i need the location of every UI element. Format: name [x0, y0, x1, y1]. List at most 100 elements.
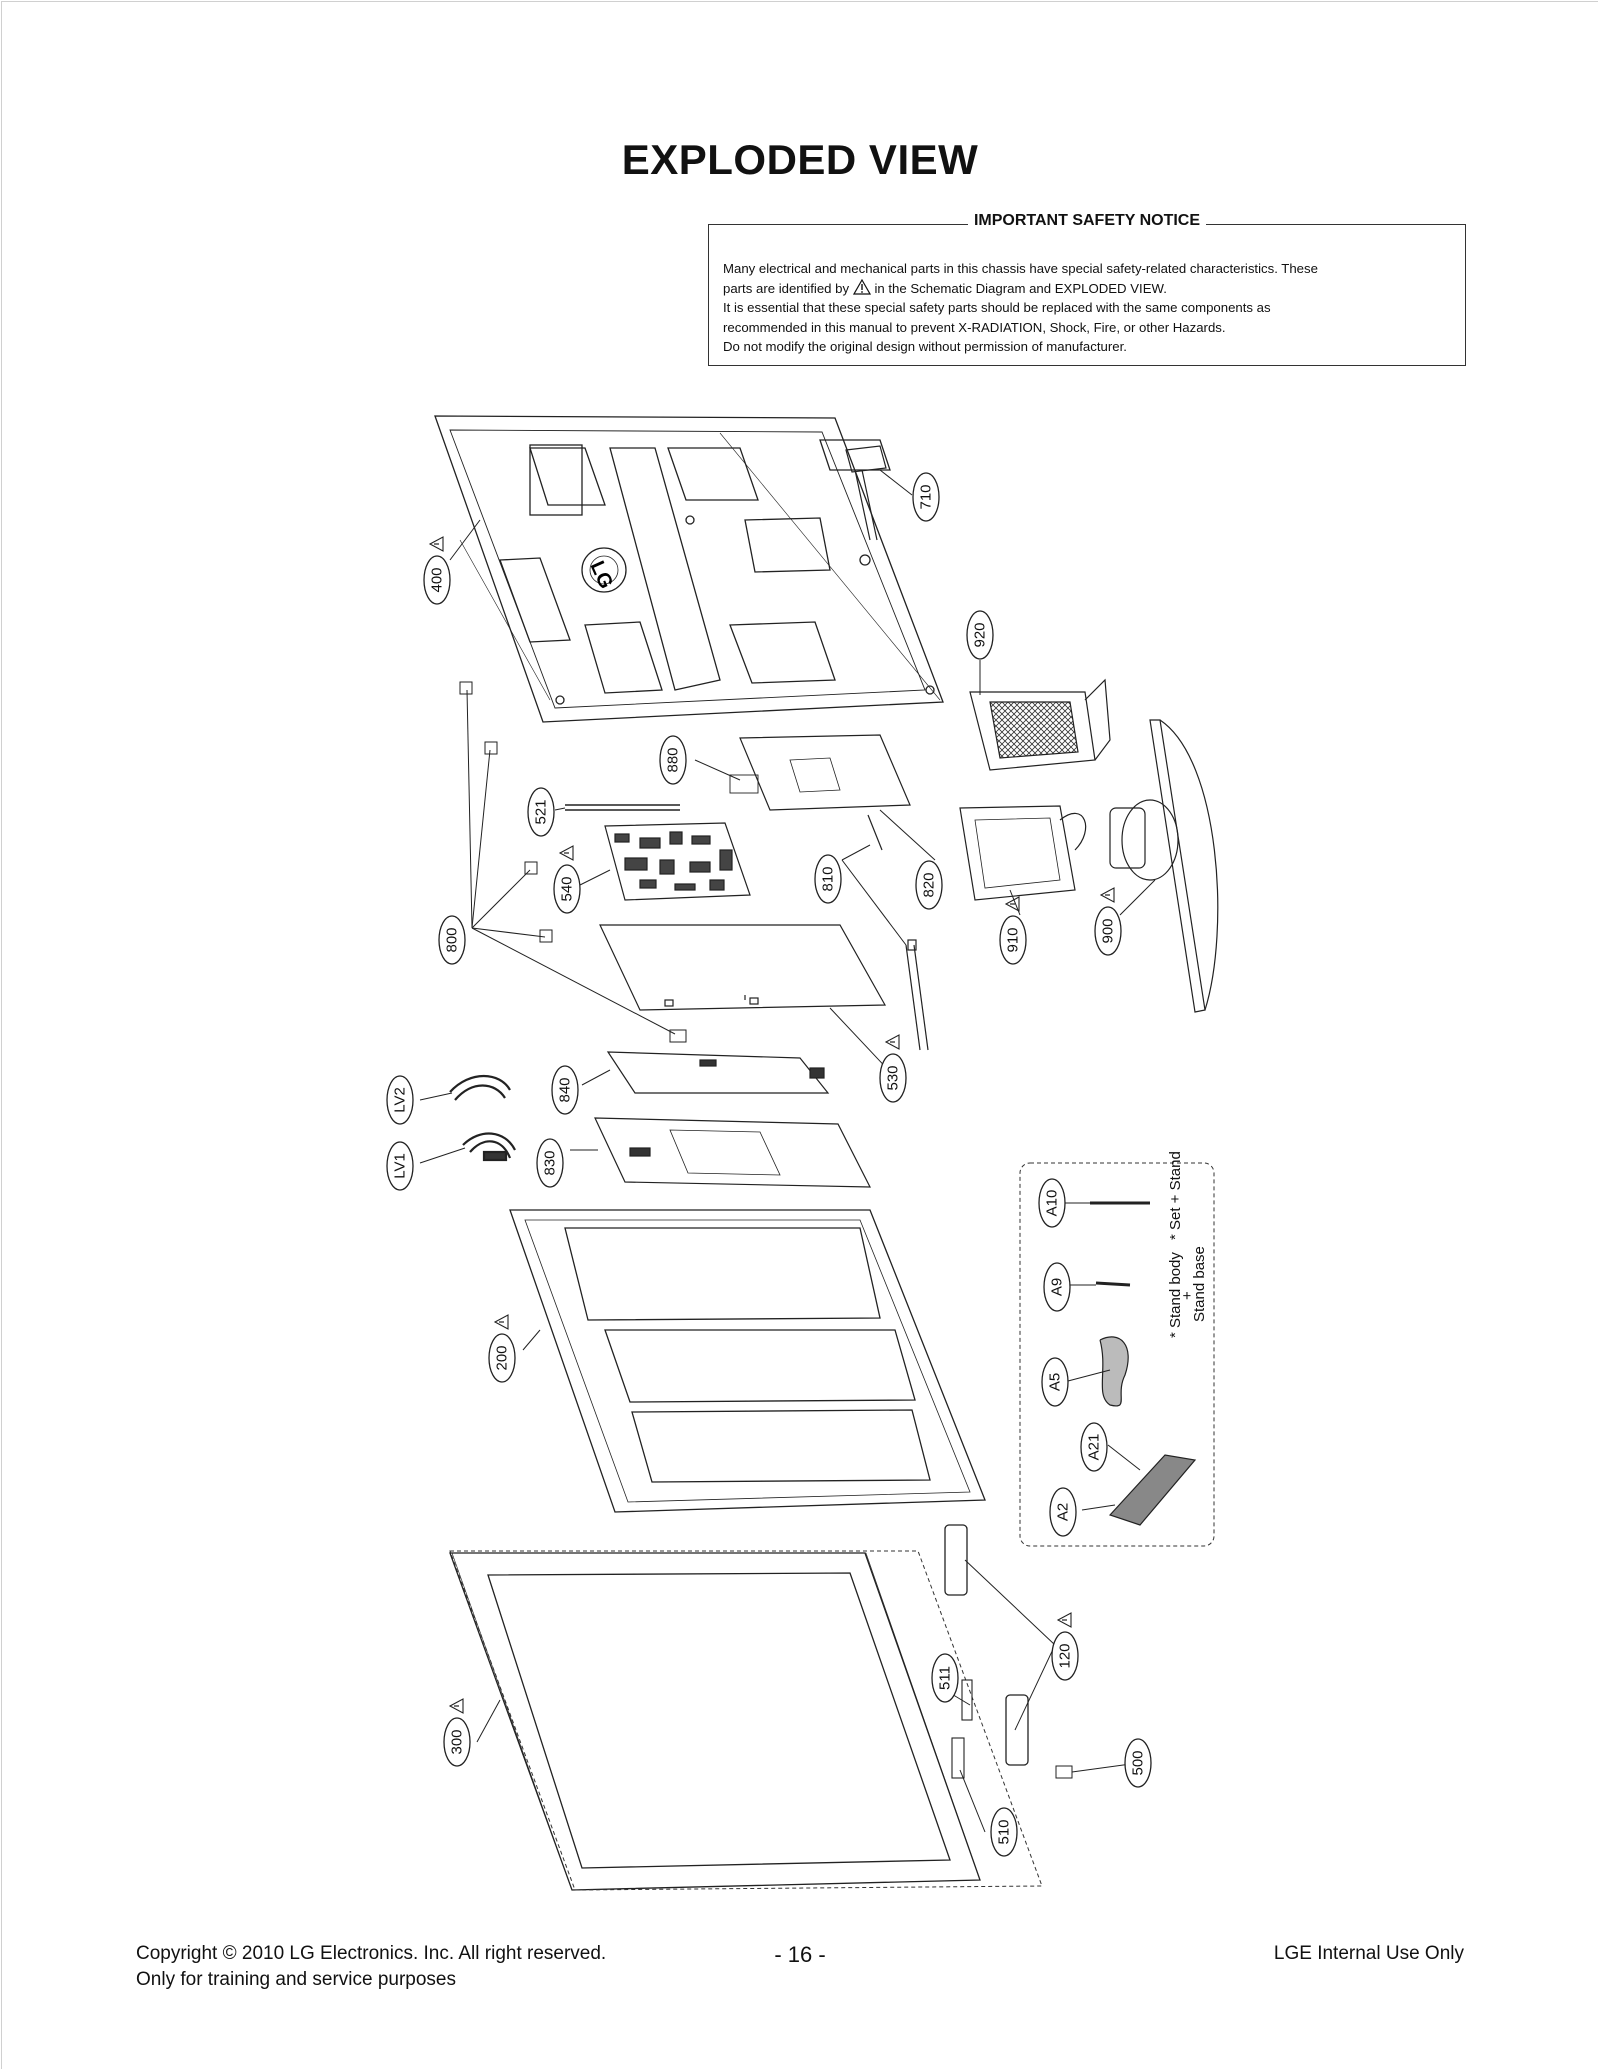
callout-ellipse [1038, 1178, 1066, 1228]
callout-500: 500 [1124, 1738, 1152, 1788]
callout-label: 810 [820, 866, 837, 891]
warning-triangle-icon [852, 278, 871, 295]
callout-510: 510 [990, 1807, 1018, 1857]
callout-ellipse [536, 1138, 564, 1188]
callout-ellipse [931, 1653, 959, 1703]
callout-ellipse [386, 1141, 414, 1191]
bar-521 [565, 804, 680, 811]
callout-400: 400 [423, 536, 451, 605]
callout-ellipse [966, 610, 994, 660]
callout-ellipse [553, 864, 581, 914]
chassis-200 [509, 1209, 986, 1513]
callout-920: 920 [966, 610, 994, 660]
safety-notice-heading-wrap: IMPORTANT SAFETY NOTICE [709, 212, 1465, 230]
accessory-box [1019, 1162, 1215, 1547]
warning-triangle-icon [1004, 896, 1020, 912]
back-cover-400 [434, 415, 944, 723]
callout-ellipse [1041, 1357, 1069, 1407]
leader-lines [419, 469, 1156, 1833]
callout-label: A5 [1047, 1373, 1064, 1391]
footer-internal: LGE Internal Use Only [1273, 1943, 1464, 1964]
callout-ellipse [438, 915, 466, 965]
bracket-810-820 [867, 814, 929, 1051]
callout-a9: A9 [1043, 1262, 1071, 1312]
panel-300 [449, 1552, 981, 1891]
callout-label: 200 [494, 1345, 511, 1370]
callout-880: 880 [659, 735, 687, 785]
callout-label: 800 [444, 927, 461, 952]
footer-copyright: Copyright © 2010 LG Electronics. Inc. Al… [136, 1943, 607, 1964]
callout-800: 800 [438, 915, 466, 965]
callout-530: 530 [879, 1034, 907, 1103]
notice-line-4: recommended in this manual to prevent X-… [723, 319, 1226, 335]
warning-triangle-icon [558, 845, 574, 861]
callout-910: 910 [999, 896, 1027, 965]
callout-label: 820 [921, 872, 938, 897]
callout-810: 810 [814, 854, 842, 904]
callout-ellipse [1094, 906, 1122, 956]
callout-710: 710 [912, 472, 940, 522]
callout-ellipse [814, 854, 842, 904]
note-plus: + [1179, 1291, 1196, 1300]
callout-ellipse [879, 1053, 907, 1103]
notice-line-1: Many electrical and mechanical parts in … [723, 261, 1318, 276]
callout-ellipse [990, 1807, 1018, 1857]
panel-300-dashed-outline [449, 1550, 1043, 1891]
footer-page-number: - 16 - [774, 1942, 826, 1967]
callout-ellipse [999, 915, 1027, 965]
safety-notice-body: Many electrical and mechanical parts in … [723, 259, 1451, 357]
callout-ellipse [443, 1717, 471, 1767]
shield-530 [599, 924, 887, 1011]
callout-a10: A10 [1038, 1178, 1066, 1228]
callout-a2: A2 [1049, 1487, 1077, 1537]
notice-line-2-post: in the Schematic Diagram and EXPLODED VI… [874, 280, 1167, 296]
bracket-880 [729, 734, 911, 811]
callout-label: 840 [557, 1077, 574, 1102]
footer-purpose: Only for training and service purposes [136, 1969, 456, 1990]
callout-900: 900 [1094, 887, 1122, 956]
stand-body-910 [959, 805, 1087, 901]
stand-cover-920 [969, 678, 1111, 771]
notice-line-5: Do not modify the original design withou… [723, 339, 1127, 354]
callout-120: 120 [1051, 1612, 1079, 1681]
callout-label: LV1 [392, 1153, 409, 1179]
callout-label: 400 [429, 567, 446, 592]
callout-lv1: LV1 [386, 1141, 414, 1191]
callout-label: 120 [1057, 1643, 1074, 1668]
callout-ellipse [423, 555, 451, 605]
stand-base-900 [1109, 719, 1219, 1013]
callout-200: 200 [488, 1314, 516, 1383]
notice-line-2: parts are identified by in the Schematic… [723, 278, 1451, 299]
warning-triangle-icon [493, 1314, 509, 1330]
callout-a21: A21 [1080, 1422, 1108, 1472]
warning-triangle-icon [1099, 887, 1115, 903]
callout-ellipse [1124, 1738, 1152, 1788]
note-stand-body: * Stand body [1167, 1252, 1184, 1338]
callout-label: A2 [1055, 1503, 1072, 1521]
callout-label: 540 [559, 876, 576, 901]
callout-label: LV2 [392, 1087, 409, 1113]
clips-800 [459, 681, 687, 1043]
callout-label: A9 [1049, 1278, 1066, 1296]
callout-ellipse [915, 860, 943, 910]
callout-label: 530 [885, 1065, 902, 1090]
board-840 [606, 1051, 830, 1094]
callout-label: 920 [972, 622, 989, 647]
notice-line-2-pre: parts are identified by [723, 280, 850, 296]
callout-lv2: LV2 [386, 1075, 414, 1125]
warning-triangle-icon [428, 536, 444, 552]
callout-label: 830 [542, 1150, 559, 1175]
callout-ellipse [551, 1065, 579, 1115]
callout-ellipse [1080, 1422, 1108, 1472]
callout-ellipse [386, 1075, 414, 1125]
callout-300: 300 [443, 1698, 471, 1767]
callout-label: A10 [1044, 1190, 1061, 1217]
callout-521: 521 [527, 787, 555, 837]
callout-label: 500 [1130, 1750, 1147, 1775]
warning-triangle-icon [1056, 1612, 1072, 1628]
callout-a5: A5 [1041, 1357, 1069, 1407]
speakers-120 [944, 1524, 1029, 1766]
